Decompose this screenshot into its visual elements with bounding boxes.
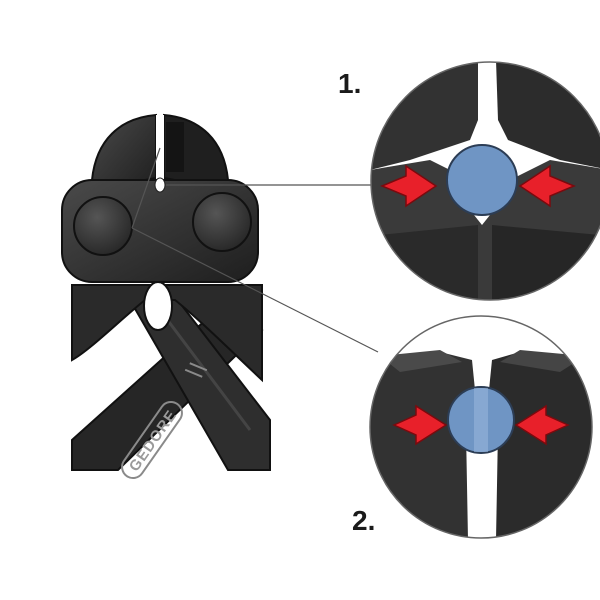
leader-lines (131, 147, 379, 353)
detail-circle-2 (369, 315, 593, 539)
bolt-cutter-head: GEDORE (61, 113, 271, 480)
arrow-left-2 (392, 404, 448, 446)
jaw-left (91, 113, 157, 192)
arrow-left-1 (380, 164, 438, 208)
cutting-point (154, 177, 166, 193)
material-1 (446, 144, 518, 216)
detail-circle-1 (370, 61, 600, 301)
leader-line-2 (131, 227, 379, 353)
brand-slashes (184, 362, 208, 378)
step-label-1: 1. (338, 68, 362, 99)
arrow-right-1 (518, 164, 576, 208)
pivot-bolt-right (192, 192, 252, 252)
jaw-eye-hole (143, 281, 173, 331)
pivot-bolt-left (73, 196, 133, 256)
step-label-2: 2. (352, 505, 376, 536)
arrow-right-2 (514, 404, 570, 446)
